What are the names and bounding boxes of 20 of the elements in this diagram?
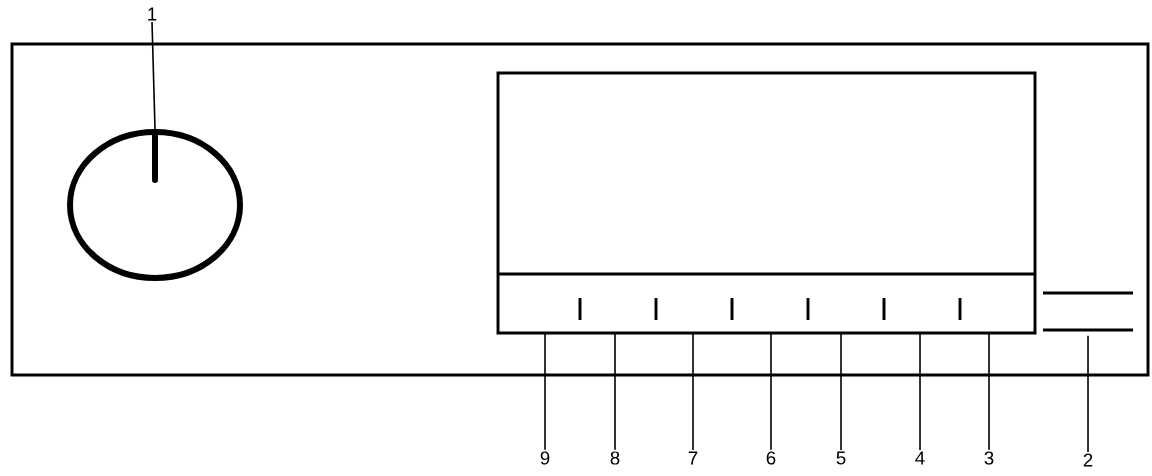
leader-line [919,332,921,451]
leader-line [544,332,546,451]
leader-line [614,332,616,451]
callout-number: 1 [148,7,157,21]
leader-line [692,332,694,451]
callout-number: 7 [688,451,698,465]
leader-line [770,332,772,451]
callout-number: 9 [540,451,550,465]
callout-number: 3 [984,451,994,465]
leader-line [988,332,990,451]
callout-number: 6 [766,451,776,465]
callout-number: 2 [1083,453,1093,467]
leader-line [1087,334,1089,453]
button-bar [1043,328,1133,332]
leader-line [151,21,156,130]
callout-number: 5 [836,451,846,465]
leader-line [840,332,842,451]
knob [67,129,243,281]
callout-number: 4 [915,451,925,465]
callout-number: 8 [610,451,620,465]
